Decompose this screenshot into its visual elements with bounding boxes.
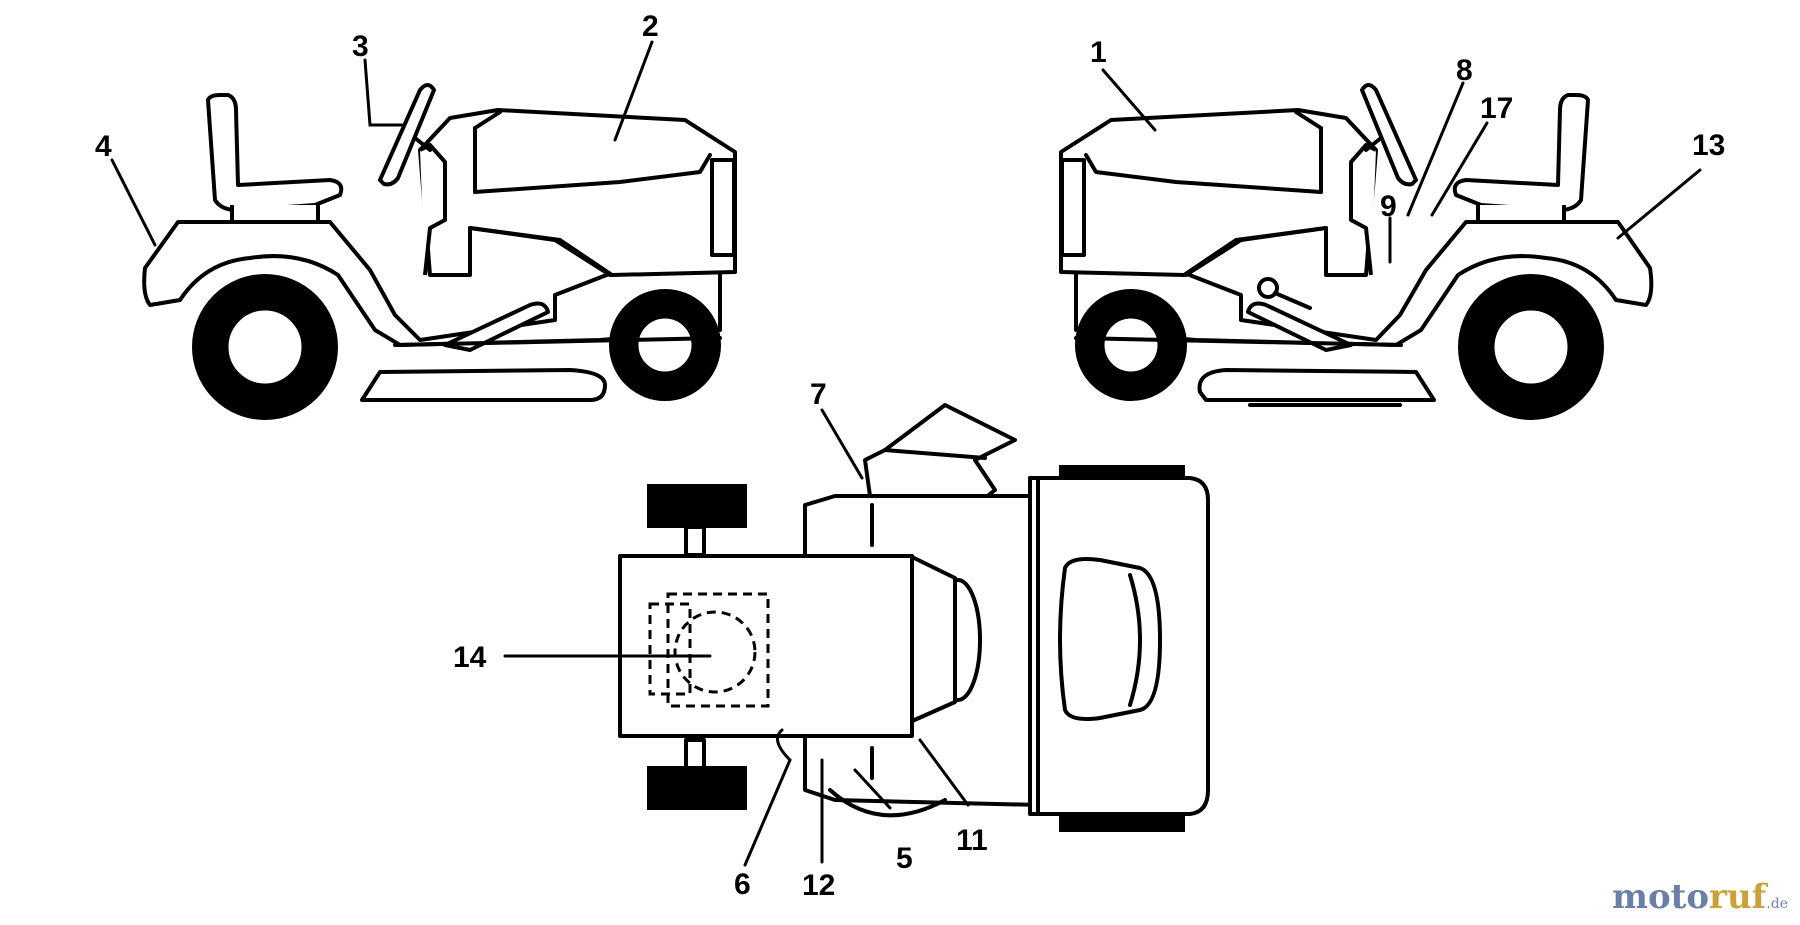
callout-13: 13 <box>1692 129 1725 162</box>
watermark-part-2: ruf <box>1709 877 1767 917</box>
callout-numbers: 1 2 3 4 5 6 7 8 9 11 12 13 14 17 <box>95 10 1725 902</box>
callout-17: 17 <box>1480 92 1513 125</box>
watermark-part-1: moto <box>1611 877 1710 917</box>
callout-8: 8 <box>1456 54 1473 87</box>
callout-14: 14 <box>453 641 487 674</box>
callout-3: 3 <box>352 30 369 63</box>
callout-11: 11 <box>956 824 988 857</box>
watermark-part-3: .de <box>1766 896 1788 912</box>
callout-7: 7 <box>810 378 827 411</box>
callout-2: 2 <box>642 10 659 43</box>
callout-12: 12 <box>802 869 835 902</box>
callout-4: 4 <box>95 130 112 163</box>
tractor-right-side-view <box>1059 83 1654 420</box>
leader-lines <box>110 40 1702 867</box>
watermark-logo: motoruf.de <box>1612 877 1788 917</box>
callout-5: 5 <box>896 842 913 875</box>
callout-1: 1 <box>1090 36 1107 69</box>
callout-6: 6 <box>734 868 751 901</box>
callout-9: 9 <box>1380 190 1397 223</box>
tractor-left-side-view <box>142 83 737 420</box>
tractor-top-view <box>618 403 1210 832</box>
